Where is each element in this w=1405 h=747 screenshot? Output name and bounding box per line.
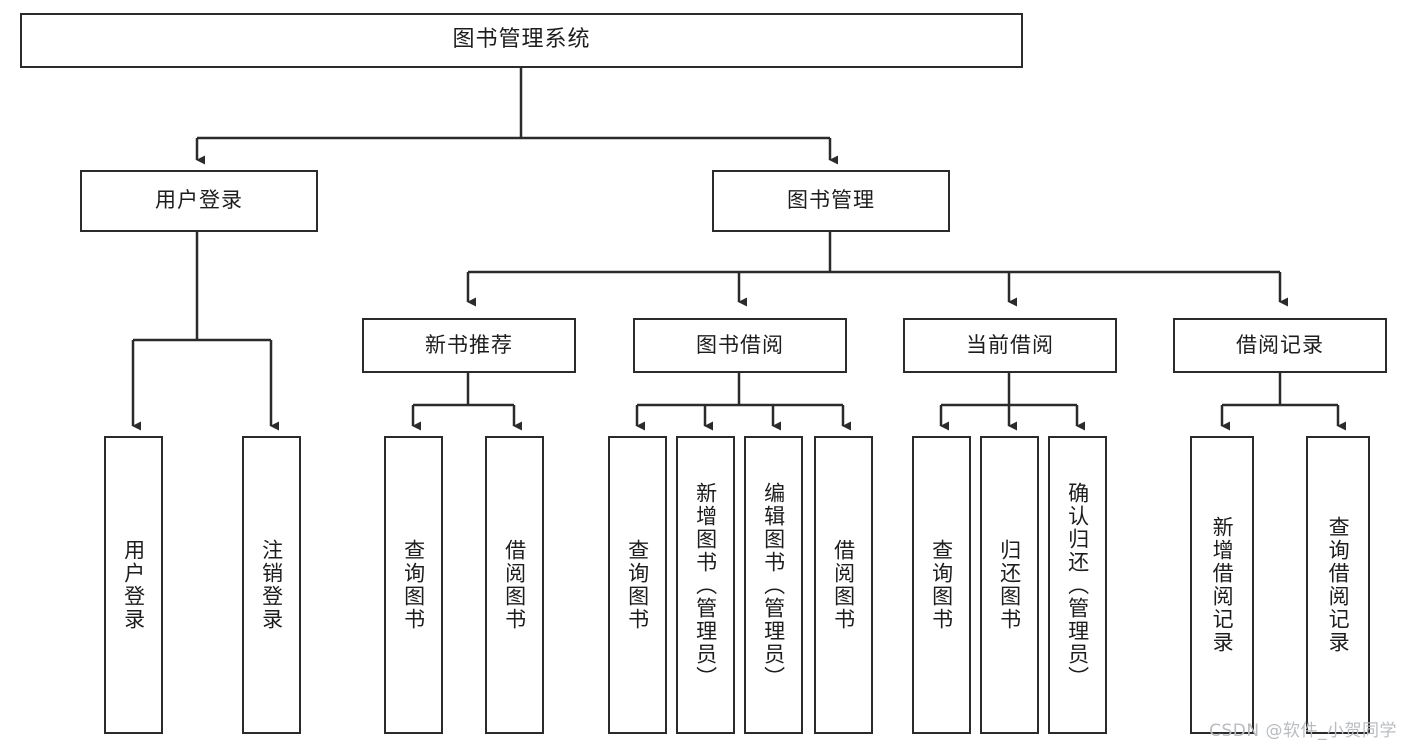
node-label: 注销登录 — [259, 539, 284, 631]
node-label: 借阅图书 — [502, 539, 527, 631]
node-label: 图书管理系统 — [452, 27, 591, 53]
node-leaf-borrow-query[interactable]: 查询图书 — [608, 436, 667, 734]
node-label: 确认归还（管理员） — [1065, 481, 1090, 689]
node-label: 当前借阅 — [966, 332, 1054, 357]
node-book-management[interactable]: 图书管理 — [712, 170, 950, 232]
node-label: 查询图书 — [625, 539, 650, 631]
node-label: 查询图书 — [929, 539, 954, 631]
node-leaf-new-book-borrow[interactable]: 借阅图书 — [485, 436, 544, 734]
node-label: 查询图书 — [401, 539, 426, 631]
node-root-book-management-system[interactable]: 图书管理系统 — [20, 13, 1023, 68]
node-leaf-record-add[interactable]: 新增借阅记录 — [1190, 436, 1254, 734]
node-current-borrow[interactable]: 当前借阅 — [903, 318, 1117, 373]
node-leaf-borrow-edit-admin[interactable]: 编辑图书（管理员） — [744, 436, 803, 734]
node-label: 借阅记录 — [1236, 332, 1324, 357]
node-leaf-borrow-add-admin[interactable]: 新增图书（管理员） — [676, 436, 735, 734]
node-leaf-current-confirm-return-admin[interactable]: 确认归还（管理员） — [1048, 436, 1107, 734]
node-label: 新增图书（管理员） — [693, 481, 718, 689]
node-borrow-record[interactable]: 借阅记录 — [1173, 318, 1387, 373]
node-leaf-new-book-query[interactable]: 查询图书 — [384, 436, 443, 734]
node-leaf-current-return[interactable]: 归还图书 — [980, 436, 1039, 734]
node-label: 用户登录 — [155, 188, 243, 213]
watermark-text: CSDN @软件_小贺同学 — [1209, 721, 1397, 741]
node-leaf-record-query[interactable]: 查询借阅记录 — [1306, 436, 1370, 734]
node-label: 用户登录 — [121, 539, 146, 631]
node-label: 编辑图书（管理员） — [761, 481, 786, 689]
node-leaf-current-query[interactable]: 查询图书 — [912, 436, 971, 734]
node-leaf-borrow-borrow-book[interactable]: 借阅图书 — [814, 436, 873, 734]
node-label: 新增借阅记录 — [1210, 516, 1235, 654]
node-label: 借阅图书 — [831, 539, 856, 631]
node-label: 归还图书 — [997, 539, 1022, 631]
node-label: 新书推荐 — [425, 332, 513, 357]
node-label: 图书借阅 — [696, 332, 784, 357]
node-book-borrow[interactable]: 图书借阅 — [633, 318, 847, 373]
node-new-book-recommend[interactable]: 新书推荐 — [362, 318, 576, 373]
node-user-login[interactable]: 用户登录 — [80, 170, 318, 232]
node-leaf-user-login-logout[interactable]: 注销登录 — [242, 436, 301, 734]
node-label: 查询借阅记录 — [1326, 516, 1351, 654]
node-label: 图书管理 — [787, 188, 875, 213]
node-leaf-user-login-login[interactable]: 用户登录 — [104, 436, 163, 734]
